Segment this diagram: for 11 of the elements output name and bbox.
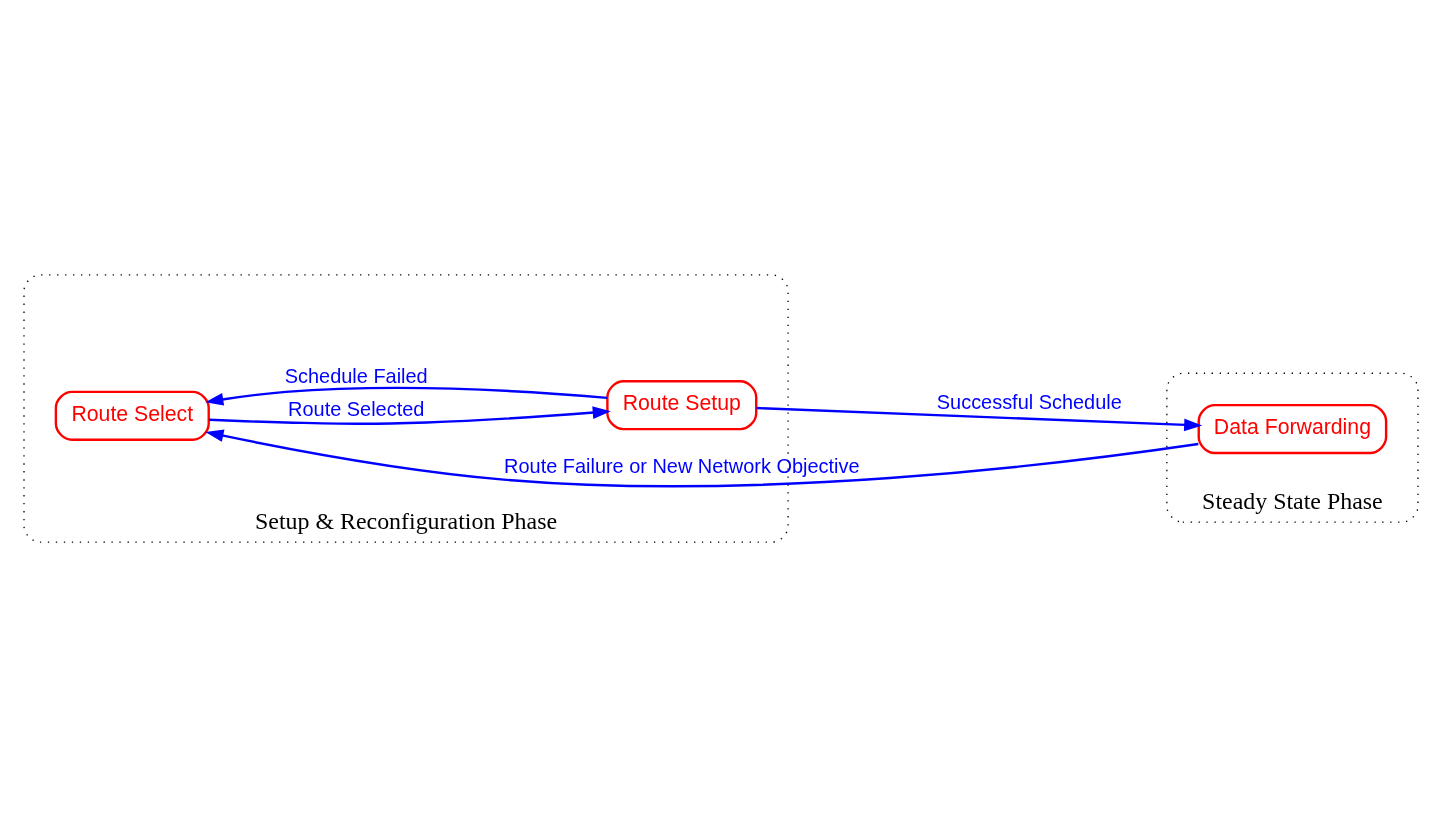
node-box: Route Select bbox=[54, 390, 210, 441]
node-box: Data Forwarding bbox=[1197, 404, 1388, 455]
arrow bbox=[756, 406, 1203, 432]
arrow bbox=[205, 429, 1199, 488]
edge-label: Route Failure or New Network Objective bbox=[504, 454, 860, 477]
edge-label: Schedule Failed bbox=[284, 364, 428, 387]
edge-label: Route Selected bbox=[288, 397, 425, 420]
node-box: Route Setup bbox=[606, 380, 758, 431]
arrow bbox=[209, 406, 611, 425]
arrow bbox=[205, 386, 608, 406]
edge-label: Successful Schedule bbox=[936, 391, 1122, 414]
